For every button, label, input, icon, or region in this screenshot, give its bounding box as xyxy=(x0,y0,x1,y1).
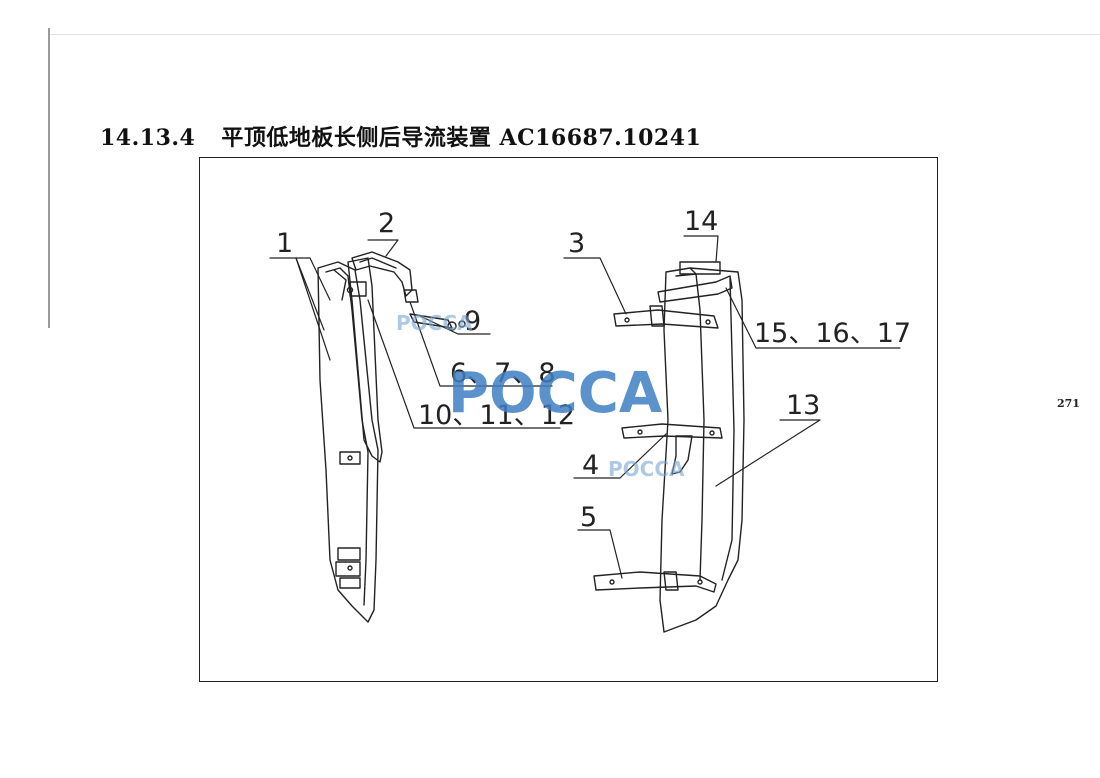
left-deflector-assembly xyxy=(317,251,419,623)
callout-9: 9 xyxy=(464,306,481,337)
callout-1: 1 xyxy=(276,228,293,259)
callout-2: 2 xyxy=(378,208,395,239)
watermark: POCCA POCCA POCCA xyxy=(396,311,685,481)
section-number: 14.13.4 xyxy=(100,125,196,151)
callout-6-8: 6、7、8 xyxy=(450,358,556,389)
leader-lines xyxy=(269,235,901,579)
right-deflector-assembly xyxy=(593,261,745,633)
page-title: 14.13.4 平顶低地板长侧后导流装置 AC16687.10241 xyxy=(100,120,701,152)
watermark-small-top: POCCA xyxy=(396,311,473,335)
callout-5: 5 xyxy=(580,502,597,533)
section-title-text: 平顶低地板长侧后导流装置 AC16687.10241 xyxy=(221,125,702,151)
page-scan-edge xyxy=(48,28,50,328)
callout-14: 14 xyxy=(684,206,718,237)
callout-13: 13 xyxy=(786,390,820,421)
fastener-part-9 xyxy=(409,313,466,331)
callout-10-12: 10、11、12 xyxy=(418,400,575,431)
callout-15-17: 15、16、17 xyxy=(754,318,911,349)
callout-4: 4 xyxy=(582,450,599,481)
page-number: 271 xyxy=(1057,397,1080,410)
watermark-main: POCCA xyxy=(448,361,663,426)
page-scan-edge-top xyxy=(50,34,1100,35)
callout-labels: 1 2 3 4 5 6、7、8 9 10、11、12 13 14 15、16、1… xyxy=(276,206,911,533)
watermark-small-bottom: POCCA xyxy=(608,457,685,481)
diagram-frame xyxy=(199,157,938,682)
callout-3: 3 xyxy=(568,228,585,259)
